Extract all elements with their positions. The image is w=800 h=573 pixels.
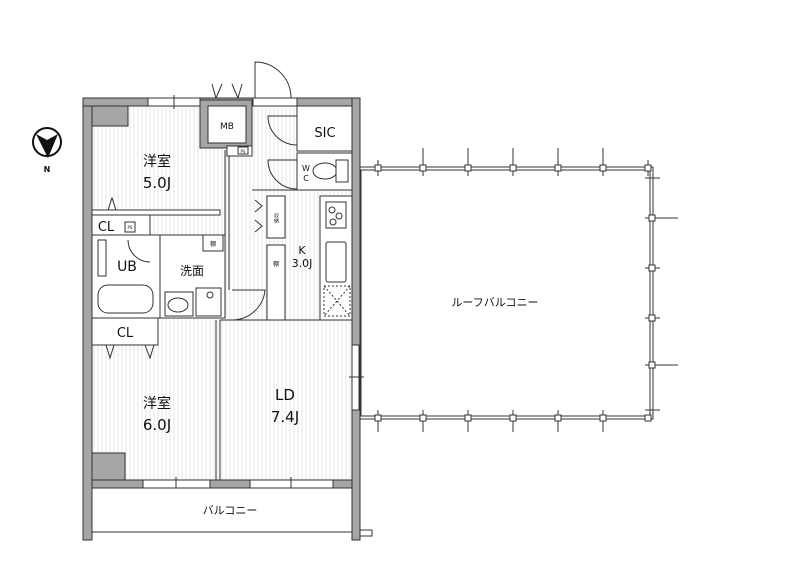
cl-lower-label: CL (117, 326, 134, 341)
compass-north-icon (32, 127, 62, 158)
wc-label-w: W (302, 164, 310, 173)
ps-label-1: PS (241, 149, 246, 154)
fixtures (97, 146, 351, 317)
balcony-edge (359, 529, 373, 537)
compass-label: N (44, 165, 51, 174)
mb-label: MB (220, 122, 234, 132)
kitchen-name: K (298, 244, 306, 257)
storage-label: 収納 (273, 212, 279, 224)
ld-size: 7.4J (271, 408, 299, 426)
sic-label: SIC (314, 126, 335, 141)
bedroom2-name: 洋室 (143, 395, 171, 412)
bedroom2-size: 6.0J (143, 416, 171, 434)
ld-name: LD (275, 386, 295, 404)
bedroom1-size: 5.0J (143, 174, 171, 192)
roof-balcony-label: ルーフバルコニー (451, 296, 538, 309)
mb-door[interactable] (211, 83, 243, 99)
kitchen-size: 3.0J (292, 257, 313, 270)
ub-label: UB (117, 259, 137, 275)
cl-upper-label: CL (98, 220, 115, 235)
shelf-label-2: 棚 (273, 260, 279, 268)
shelf-label-1: 棚 (210, 240, 216, 248)
balcony-area (91, 487, 353, 533)
entrance-door[interactable] (254, 61, 292, 99)
ps-label-2: PS (128, 225, 133, 230)
balcony-label: バルコニー (203, 504, 258, 517)
interior-doors[interactable] (105, 115, 298, 360)
wc-label-c: C (303, 174, 309, 183)
roof-balcony-railing (357, 148, 678, 432)
mb-box (207, 105, 247, 144)
washroom-label: 洗面 (180, 264, 204, 278)
bedroom1-name: 洋室 (143, 153, 171, 170)
